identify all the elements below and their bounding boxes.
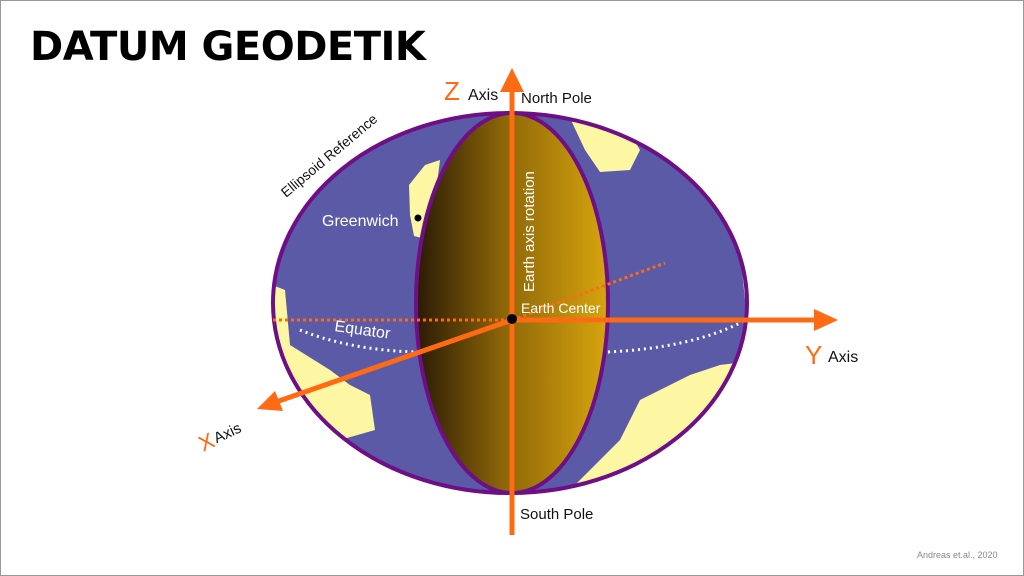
greenwich-label: Greenwich: [322, 213, 398, 230]
x-axis-label-group: X Axis: [195, 420, 244, 457]
credit-text: Andreas et.al., 2020: [917, 550, 998, 560]
y-axis-arrowhead: [814, 309, 838, 331]
x-axis-label: Axis: [211, 420, 244, 447]
x-axis: [275, 317, 513, 405]
north-pole-label: North Pole: [521, 90, 592, 107]
earth-center-dot: [507, 314, 517, 324]
z-axis-arrowhead: [500, 68, 524, 92]
y-axis-letter: Y: [805, 340, 822, 370]
dotted-axis-extensions: [273, 261, 666, 322]
y-axis-label: Axis: [828, 349, 858, 366]
earth-center-label: Earth Center: [521, 300, 601, 316]
z-axis-letter: Z: [444, 76, 460, 106]
x-axis-arrowhead: [257, 391, 283, 411]
earth-axis-rotation-label: Earth axis rotation: [521, 171, 538, 292]
axes: [257, 68, 838, 535]
slide-title: DATUM GEODETIK: [30, 24, 426, 70]
z-axis-label: Axis: [468, 87, 498, 104]
south-pole-label: South Pole: [520, 506, 593, 523]
greenwich-dot: [414, 214, 422, 222]
